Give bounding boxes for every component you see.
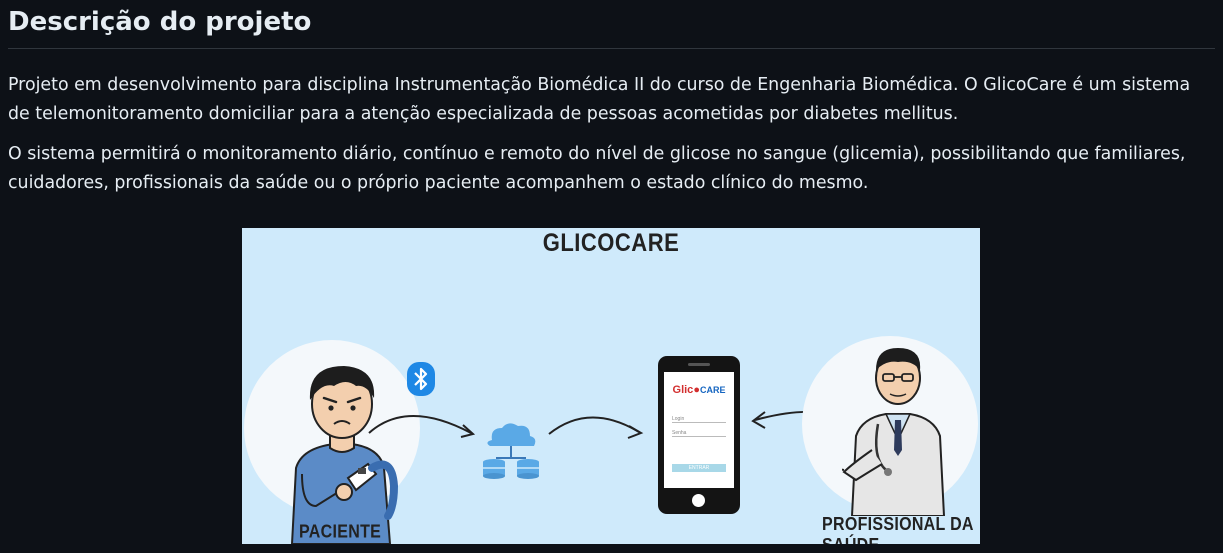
description-paragraph-2: O sistema permitirá o monitoramento diár…: [8, 144, 1186, 193]
app-logo-suffix: CARE: [699, 385, 726, 395]
description-paragraph-1: Projeto em desenvolvimento para discipli…: [8, 75, 1191, 124]
phone-screen: Glic●CARE Login Senha ENTRAR: [664, 372, 734, 488]
phone-home-button: [692, 494, 705, 507]
app-logo: Glic●CARE: [664, 384, 734, 396]
login-placeholder: Login: [672, 416, 685, 422]
patient-label: PACIENTE: [299, 522, 382, 543]
patient-illustration: [290, 366, 399, 544]
smartphone-mockup: Glic●CARE Login Senha ENTRAR: [658, 356, 740, 514]
bluetooth-icon: [407, 362, 435, 396]
enter-button: ENTRAR: [672, 464, 726, 472]
section-heading: Descrição do projeto: [8, 0, 1215, 49]
password-placeholder: Senha: [672, 430, 687, 436]
diagram-title: GLICOCARE: [542, 228, 680, 257]
readme-section: Descrição do projeto Projeto em desenvol…: [0, 0, 1223, 198]
cloud-database-icon: [483, 423, 539, 479]
enter-button-label: ENTRAR: [688, 465, 710, 471]
project-diagram-image: GLICOCARE PACIENTE: [242, 228, 980, 544]
doctor-illustration: [842, 348, 946, 516]
arrow-patient-to-cloud: [368, 415, 476, 438]
phone-speaker: [688, 363, 710, 366]
password-field: Senha: [672, 430, 726, 437]
arrow-cloud-to-phone: [548, 416, 644, 439]
professional-label: PROFISSIONAL DA SAÚDE: [822, 515, 974, 544]
login-field: Login: [672, 416, 726, 423]
app-logo-prefix: Glic: [672, 384, 694, 396]
drop-icon: ●: [693, 384, 700, 396]
diagram-canvas: GLICOCARE PACIENTE: [242, 228, 980, 544]
